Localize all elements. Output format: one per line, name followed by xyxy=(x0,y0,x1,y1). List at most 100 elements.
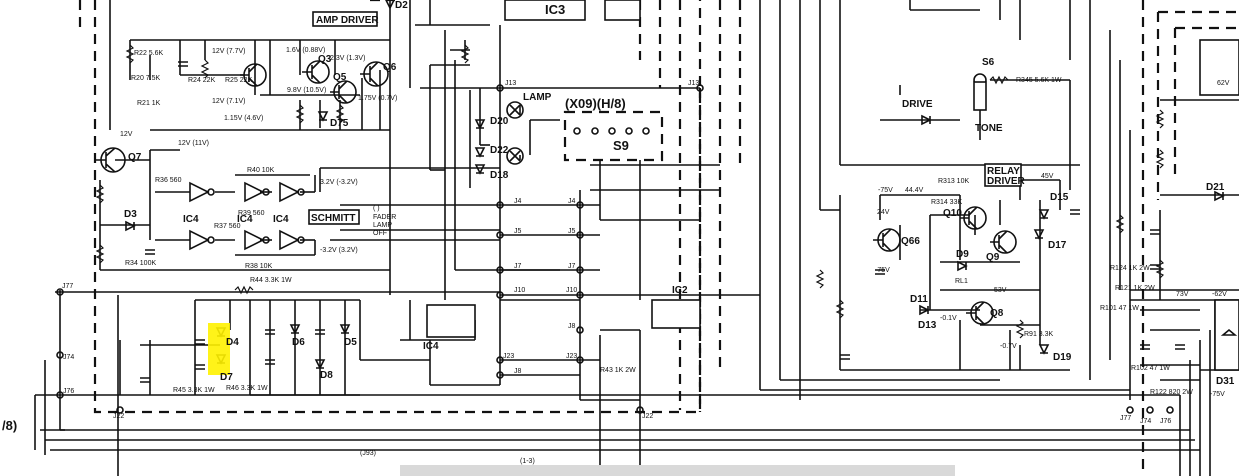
fader-note-4: OFF xyxy=(373,230,387,237)
connector-j8-b: J8 xyxy=(514,368,522,375)
d2-label: D2 xyxy=(395,0,408,11)
ic2-label: IC2 xyxy=(672,285,688,296)
voltage-7: 1.75V (0.7V) xyxy=(358,95,397,102)
resistor-r43: R43 1K 2W xyxy=(600,367,636,374)
connector-j74-b: J74 xyxy=(1140,418,1151,425)
connector-j7-b: J7 xyxy=(568,263,576,270)
d17-label: D17 xyxy=(1048,240,1067,251)
transistor-q9 xyxy=(990,230,1017,254)
relay-driver-label-1: RELAY xyxy=(987,166,1020,177)
switch-s6-label: S6 xyxy=(982,57,995,68)
d21-label: D21 xyxy=(1206,182,1225,193)
resistor-r22: R22 5.6K xyxy=(134,50,164,57)
voltage-16: 53V xyxy=(994,287,1007,294)
connector-j77-b: J77 xyxy=(1120,415,1131,422)
voltage-8: 12V xyxy=(120,131,133,138)
ic4-block xyxy=(426,304,476,338)
switch-s9-label: S9 xyxy=(613,138,629,153)
q3-label: Q3 xyxy=(318,54,332,65)
voltage-22: 62V xyxy=(1217,80,1230,87)
bottom-label-2: (1-3) xyxy=(520,458,535,465)
resistor-r39: R39 560 xyxy=(238,210,265,217)
resistor-r91: R91 3.3K xyxy=(1024,331,1054,338)
d19-label: D19 xyxy=(1053,352,1072,363)
capacitor-symbols xyxy=(140,61,1185,383)
ic2-block xyxy=(651,299,701,329)
connector-j8-a: J8 xyxy=(568,323,576,330)
d5-label: D5 xyxy=(344,337,357,348)
ic4-label-c: IC4 xyxy=(273,214,289,225)
highlight-marker xyxy=(208,323,230,375)
fader-note-2: FADER xyxy=(373,214,396,221)
left-edge-label: /8) xyxy=(2,418,17,433)
resistor-symbols xyxy=(95,44,1165,339)
q7-label: Q7 xyxy=(128,152,142,163)
connector-j23-b: J23 xyxy=(566,353,577,360)
voltage-17: -0.1V xyxy=(940,315,957,322)
tone-label: TONE xyxy=(975,123,1003,134)
resistor-r314: R314 33K xyxy=(931,199,962,206)
d22-label: D22 xyxy=(490,145,509,156)
ic3-label: IC3 xyxy=(545,2,565,17)
d75-label: D75 xyxy=(330,118,349,129)
connector-j76-a: J76 xyxy=(63,388,74,395)
d3-label: D3 xyxy=(124,209,137,220)
resistor-r44: R44 3.3K 1W xyxy=(250,277,292,284)
voltage-14: 24V xyxy=(877,209,890,216)
voltage-9: 12V (11V) xyxy=(178,140,209,147)
voltage-5: 9.8V (10.5V) xyxy=(287,87,326,94)
connector-j23-a: J23 xyxy=(503,353,514,360)
d15-label: D15 xyxy=(1050,192,1069,203)
d9-label: D9 xyxy=(956,249,969,260)
voltage-11: -3.2V (3.2V) xyxy=(320,247,358,254)
board-outlines xyxy=(78,0,1239,476)
amp-driver-label: AMP DRIVER xyxy=(316,15,379,26)
ic3-block xyxy=(504,0,586,21)
ic4-label-a: IC4 xyxy=(183,214,199,225)
resistor-r121: R121 1K 2W xyxy=(1115,285,1155,292)
q10-label: Q10 xyxy=(943,208,962,219)
resistor-r20: R20 7.5K xyxy=(131,75,161,82)
bottom-label-1: (J93) xyxy=(360,450,376,457)
schmitt-inverters xyxy=(189,181,305,251)
d13-label: D13 xyxy=(918,320,937,331)
transistor-q5 xyxy=(330,80,357,104)
labels: AMP DRIVER SCHMITT RELAY DRIVER LAMP (X0… xyxy=(2,0,1235,465)
d4-label: D4 xyxy=(226,337,239,348)
voltage-1: 12V (7.7V) xyxy=(212,48,245,55)
resistor-r24: R24 22K xyxy=(188,77,216,84)
transistor-q10 xyxy=(960,206,987,230)
q9-label: Q9 xyxy=(986,252,1000,263)
fader-note-3: LAMP xyxy=(373,222,392,229)
voltage-15: 45V xyxy=(1041,173,1054,180)
connector-j22-b: J22 xyxy=(642,413,653,420)
connector-j5-b: J5 xyxy=(568,228,576,235)
d8-label: D8 xyxy=(320,370,333,381)
connector-j7-a: J7 xyxy=(514,263,522,270)
voltage-18: -0.7V xyxy=(1000,343,1017,350)
resistor-r25: R25 22K xyxy=(225,77,253,84)
connector-j10-a: J10 xyxy=(514,287,525,294)
page-bottom-strip xyxy=(400,465,955,476)
voltage-21: -75V xyxy=(1210,391,1225,398)
ic4-label: IC4 xyxy=(423,341,439,352)
transistor-q66 xyxy=(873,228,901,252)
resistor-r45: R45 3.3K 1W xyxy=(173,387,215,394)
d31-label: D31 xyxy=(1216,376,1235,387)
ic-blocks xyxy=(426,0,1239,371)
transistor-q7 xyxy=(95,147,126,173)
resistor-r122: R122 820 2W xyxy=(1150,389,1193,396)
connector-j77-a: J77 xyxy=(62,283,73,290)
connector-markers xyxy=(56,73,1174,414)
voltage-3: 1.15V (4.6V) xyxy=(224,115,263,122)
d11-label: D11 xyxy=(910,294,928,305)
wiring xyxy=(34,0,1239,476)
d7-label: D7 xyxy=(220,372,233,383)
resistor-r101: R101 47 1W xyxy=(1100,305,1139,312)
connector-j22-a: J22 xyxy=(113,413,124,420)
connector-j13-a: J13 xyxy=(505,80,516,87)
voltage-2: 12V (7.1V) xyxy=(212,98,245,105)
connector-j4-b: J4 xyxy=(568,198,576,205)
connector-j74-a: J74 xyxy=(63,354,74,361)
